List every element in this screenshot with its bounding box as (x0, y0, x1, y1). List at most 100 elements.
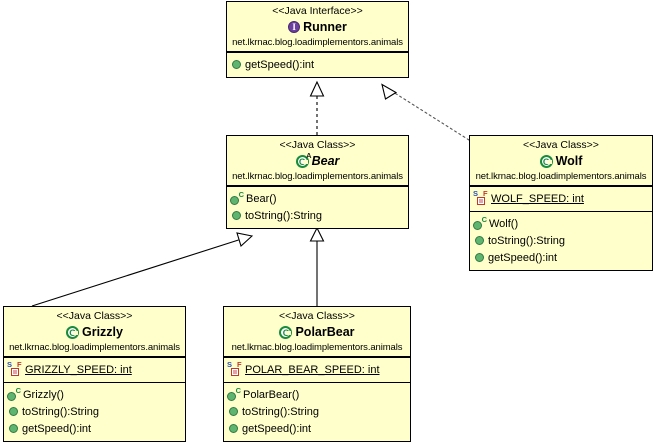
constructor-label: Bear() (246, 192, 277, 205)
class-box-bear[interactable]: <<Java Class>> CA Bear net.lkrnac.blog.l… (226, 135, 409, 229)
class-icon: C (66, 325, 79, 339)
method-label: toString():String (245, 209, 323, 222)
relationship-polarbear-extends-bear (309, 226, 325, 306)
constructor-marker: C (238, 189, 244, 199)
method-label: toString():String (22, 405, 100, 418)
method-row[interactable]: getSpeed():int (230, 56, 405, 73)
class-box-runner[interactable]: <<Java Interface>> I Runner net.lkrnac.b… (226, 1, 409, 78)
abstract-marker: A (306, 150, 312, 160)
static-marker: S (7, 359, 13, 369)
class-icon: C (279, 325, 293, 339)
class-header-runner: <<Java Interface>> I Runner net.lkrnac.b… (227, 2, 408, 52)
package-label: net.lkrnac.blog.loadimplementors.animals (232, 37, 403, 48)
field-row[interactable]: S F POLAR_BEAR_SPEED: int (227, 359, 407, 378)
class-name-row: I Runner (231, 19, 404, 35)
constructor-row[interactable]: C Wolf() (473, 215, 649, 232)
class-name: Grizzly (82, 325, 123, 339)
method-row[interactable]: getSpeed():int (473, 249, 649, 266)
class-name-row: CA Bear (231, 150, 404, 169)
method-row[interactable]: toString():String (227, 403, 407, 420)
constructor-row[interactable]: C PolarBear() (227, 386, 407, 403)
final-marker: F (17, 359, 22, 369)
method-icon (9, 424, 18, 433)
methods-compartment-polarbear: C PolarBear() toString():String getSpeed… (224, 382, 410, 441)
methods-compartment-runner: getSpeed():int (227, 52, 408, 77)
method-icon (229, 424, 238, 433)
constructor-row[interactable]: C Grizzly() (7, 386, 182, 403)
constructor-marker: C (235, 385, 241, 395)
class-box-grizzly[interactable]: <<Java Class>> C Grizzly net.lkrnac.blog… (3, 306, 186, 442)
class-name-row: C Wolf (474, 153, 648, 169)
static-marker: S (473, 188, 479, 198)
class-name: PolarBear (295, 325, 355, 339)
hollow-triangle-arrowhead (309, 80, 325, 97)
method-label: toString():String (242, 405, 320, 418)
class-header-wolf: <<Java Class>> C Wolf net.lkrnac.blog.lo… (470, 136, 652, 186)
method-label: getSpeed():int (488, 251, 558, 264)
method-label: getSpeed():int (22, 422, 92, 435)
hollow-triangle-arrowhead (381, 83, 398, 100)
package-label: net.lkrnac.blog.loadimplementors.animals (475, 171, 647, 182)
class-header-bear: <<Java Class>> CA Bear net.lkrnac.blog.l… (227, 136, 408, 186)
constructor-icon: C (473, 214, 487, 230)
constructor-label: PolarBear() (243, 388, 300, 401)
class-icon: CA (295, 150, 312, 168)
relationship-grizzly-extends-bear (31, 232, 254, 307)
constructor-icon: C (230, 189, 244, 205)
constructor-marker: C (15, 385, 21, 395)
hollow-triangle-arrowhead (309, 226, 325, 242)
constructor-label: Wolf() (489, 217, 519, 230)
realization-line-wolf-runner (394, 92, 470, 141)
static-final-field-icon: S F (7, 359, 22, 377)
method-row[interactable]: toString():String (230, 207, 405, 224)
method-row[interactable]: toString():String (7, 403, 182, 420)
methods-compartment-wolf: C Wolf() toString():String getSpeed():in… (470, 211, 652, 270)
class-name-row: C PolarBear (228, 324, 406, 340)
constructor-row[interactable]: C Bear() (230, 190, 405, 207)
class-box-wolf[interactable]: <<Java Class>> C Wolf net.lkrnac.blog.lo… (469, 135, 653, 271)
method-row[interactable]: getSpeed():int (227, 420, 407, 437)
class-box-polarbear[interactable]: <<Java Class>> C PolarBear net.lkrnac.bl… (223, 306, 411, 442)
method-label: getSpeed():int (242, 422, 312, 435)
stereotype-label: <<Java Interface>> (272, 5, 363, 17)
method-label: getSpeed():int (245, 58, 315, 71)
stereotype-label: <<Java Class>> (523, 139, 599, 151)
relationship-wolf-implements-runner (381, 83, 470, 141)
field-label: POLAR_BEAR_SPEED: int (245, 363, 380, 376)
method-row[interactable]: toString():String (473, 232, 649, 249)
constructor-icon: C (227, 385, 241, 401)
field-row[interactable]: S F GRIZZLY_SPEED: int (7, 359, 182, 378)
fields-compartment-grizzly: S F GRIZZLY_SPEED: int (4, 357, 185, 382)
class-header-polarbear: <<Java Class>> C PolarBear net.lkrnac.bl… (224, 307, 410, 357)
final-marker: F (237, 359, 242, 369)
method-row[interactable]: getSpeed():int (7, 420, 182, 437)
class-name: Runner (303, 20, 347, 34)
static-final-field-icon: S F (227, 359, 242, 377)
relationship-bear-implements-runner (309, 80, 325, 135)
class-name: Bear (311, 154, 340, 168)
final-marker: F (483, 188, 488, 198)
stereotype-label: <<Java Class>> (56, 310, 133, 322)
field-row[interactable]: S F WOLF_SPEED: int (473, 188, 649, 207)
fields-compartment-polarbear: S F POLAR_BEAR_SPEED: int (224, 357, 410, 382)
method-label: toString():String (488, 234, 566, 247)
field-label: WOLF_SPEED: int (491, 192, 584, 205)
method-icon (229, 407, 238, 416)
methods-compartment-grizzly: C Grizzly() toString():String getSpeed()… (4, 382, 185, 441)
stereotype-label: <<Java Class>> (279, 310, 355, 322)
package-label: net.lkrnac.blog.loadimplementors.animals (231, 342, 403, 353)
interface-icon: I (288, 21, 301, 33)
constructor-label: Grizzly() (23, 388, 64, 401)
method-icon (475, 236, 484, 245)
hollow-triangle-arrowhead (236, 232, 254, 247)
field-label: GRIZZLY_SPEED: int (25, 363, 132, 376)
fields-compartment-wolf: S F WOLF_SPEED: int (470, 186, 652, 211)
static-final-field-icon: S F (473, 188, 488, 206)
class-header-grizzly: <<Java Class>> C Grizzly net.lkrnac.blog… (4, 307, 185, 357)
method-icon (232, 60, 241, 69)
methods-compartment-bear: C Bear() toString():String (227, 186, 408, 228)
static-marker: S (227, 359, 233, 369)
package-label: net.lkrnac.blog.loadimplementors.animals (9, 342, 180, 353)
constructor-marker: C (481, 214, 487, 224)
